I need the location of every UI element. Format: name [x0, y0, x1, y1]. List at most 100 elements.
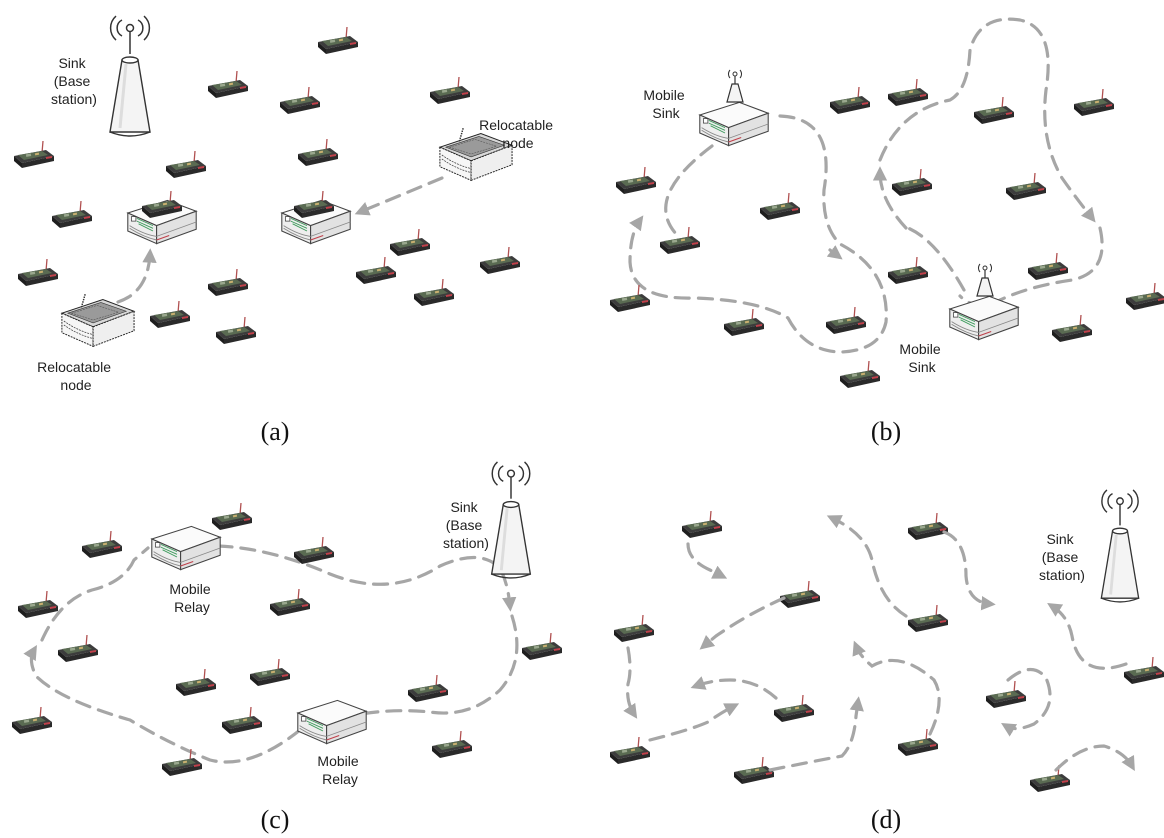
- sensor-node-icon: [57, 634, 99, 663]
- sink-label-a: Sink (Base station): [51, 55, 97, 107]
- mobile-relay-path: [216, 544, 517, 612]
- mobile-sink-path: [826, 245, 843, 260]
- sensor-node-icon: [249, 658, 291, 687]
- random-walk-path: [1047, 602, 1128, 670]
- random-walk-path: [942, 530, 996, 611]
- base-station-tower-icon: [490, 460, 532, 580]
- random-walk-path: [852, 640, 941, 736]
- sensor-node-icon: [839, 360, 881, 389]
- sensor-node-icon: [521, 632, 563, 661]
- mobile-sink-label-1: Mobile Sink: [643, 87, 688, 121]
- sensor-node-icon: [1123, 656, 1164, 685]
- sensor-node-icon: [479, 246, 521, 275]
- random-walk-path: [648, 703, 740, 742]
- mobile-box-icon: [151, 525, 221, 571]
- sensor-node-icon: [773, 694, 815, 723]
- base-station-tower-icon: [1099, 488, 1141, 604]
- sensor-node-icon: [13, 140, 55, 169]
- sensor-node-icon: [891, 168, 933, 197]
- relocatable-label-a1: Relocatable node: [479, 117, 557, 151]
- mobile-sink-label-2: Mobile Sink: [899, 341, 944, 375]
- sensor-node-icon: [907, 512, 949, 541]
- mobile-relay-label-1: Mobile Relay: [169, 581, 214, 615]
- random-walk-path: [1001, 667, 1052, 737]
- mobile-box-icon: [297, 699, 367, 745]
- mini-tower-icon: [976, 263, 994, 297]
- caption-d: (d): [871, 805, 901, 834]
- sink-label-d: Sink (Base station): [1039, 531, 1085, 583]
- mobile-relay-path: [40, 546, 150, 642]
- sensor-node-icon: [149, 300, 191, 329]
- sensor-node-icon: [207, 268, 249, 297]
- sensor-node-icon: [81, 530, 123, 559]
- sensor-node-icon: [279, 86, 321, 115]
- random-walk-path: [699, 596, 786, 650]
- sensor-node-icon: [211, 502, 253, 531]
- caption-b: (b): [871, 417, 901, 446]
- sensor-node-icon: [723, 308, 765, 337]
- sensor-node-icon: [1027, 252, 1069, 281]
- mobile-sink-path: [878, 17, 1096, 223]
- sensor-node-icon: [165, 150, 207, 179]
- sensor-node-icon: [1005, 172, 1047, 201]
- random-walk-path: [826, 515, 908, 618]
- relocation-path: [116, 248, 157, 304]
- sensor-node-icon: [429, 76, 471, 105]
- random-walk-path: [768, 696, 864, 772]
- sensor-node-icon: [829, 86, 871, 115]
- sensor-node-icon: [207, 70, 249, 99]
- sensor-node-icon: [355, 256, 397, 285]
- mobile-box-icon: [949, 295, 1019, 341]
- random-walk-path: [1054, 744, 1135, 772]
- sensor-node-icon: [1125, 282, 1164, 311]
- sensor-node-icon: [609, 736, 651, 765]
- sensor-node-icon: [413, 278, 455, 307]
- sensor-node-icon: [659, 226, 701, 255]
- sensor-node-icon: [297, 138, 339, 167]
- sensor-node-icon: [759, 192, 801, 221]
- sensor-node-icon: [293, 536, 335, 565]
- sensor-node-icon: [17, 258, 59, 287]
- sink-label-c: Sink (Base station): [443, 499, 489, 551]
- sensor-node-icon: [887, 78, 929, 107]
- random-walk-path: [686, 542, 728, 579]
- sensor-node-icon: [825, 306, 867, 335]
- mobile-sink-path: [628, 114, 888, 354]
- caption-c: (c): [261, 805, 290, 834]
- sensor-node-icon: [681, 510, 723, 539]
- panel-a: Sink (Base station) Relocatable node: [13, 14, 557, 446]
- sensor-node-icon: [17, 590, 59, 619]
- sensor-node-icon: [973, 96, 1015, 125]
- sensor-node-icon: [389, 228, 431, 257]
- mobile-sink-path: [664, 144, 714, 240]
- mobile-sink-path: [906, 226, 966, 292]
- sensor-node-icon: [1051, 314, 1093, 343]
- random-walk-path: [623, 646, 638, 719]
- caption-a: (a): [261, 417, 290, 446]
- sensor-node-icon: [269, 588, 311, 617]
- sensor-node-icon: [215, 316, 257, 345]
- sensor-node-icon: [733, 756, 775, 785]
- sensor-node-icon: [779, 580, 821, 609]
- panel-c: Sink (Base station) Mobile Relay Mobile …: [11, 460, 563, 834]
- sensor-node-icon: [51, 200, 93, 229]
- sensor-node-icon: [887, 256, 929, 285]
- sensor-node-icon: [1073, 88, 1115, 117]
- relocatable-label-a2: Relocatable node: [37, 359, 115, 393]
- mobile-relay-path: [23, 645, 302, 764]
- base-station-tower-icon: [108, 14, 152, 138]
- sensor-node-icon: [407, 674, 449, 703]
- mobile-sink-path: [872, 166, 908, 230]
- sensor-node-icon: [1029, 764, 1071, 793]
- sensor-node-icon: [431, 730, 473, 759]
- sensor-node-icon: [175, 668, 217, 697]
- sensor-node-icon: [615, 166, 657, 195]
- random-walk-path: [690, 676, 778, 700]
- mini-tower-icon: [726, 69, 744, 103]
- mobile-box-icon: [699, 101, 769, 147]
- sensor-node-icon: [907, 604, 949, 633]
- panel-b: Mobile Sink Mobile Sink (b): [609, 17, 1164, 446]
- mobile-relay-label-2: Mobile Relay: [317, 753, 362, 787]
- sensor-node-icon: [221, 706, 263, 735]
